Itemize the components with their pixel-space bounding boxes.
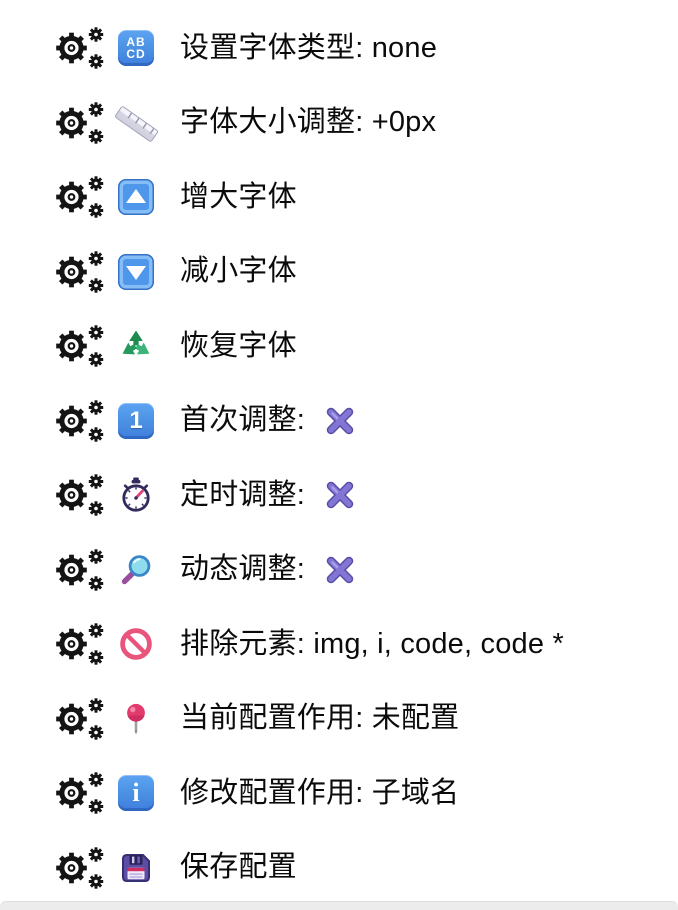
- keycap-1-icon: 1: [117, 402, 155, 440]
- menu-item-label: 定时调整:: [180, 478, 314, 511]
- gears-icon: [56, 101, 106, 145]
- gears-icon: [56, 324, 106, 368]
- menu-item-label: 增大字体: [180, 180, 297, 213]
- menu-item-dynamic-adjust[interactable]: 动态调整:: [0, 533, 678, 608]
- menu-item-label: 修改配置作用: 子域名: [180, 776, 460, 809]
- up-button-icon: [117, 178, 155, 216]
- stopwatch-icon: [117, 476, 155, 514]
- gears-icon: [56, 399, 106, 443]
- menu-item-decrease-font[interactable]: 减小字体: [0, 235, 678, 310]
- menu-item-label: 动态调整:: [180, 553, 314, 586]
- menu-item-exclude-elements[interactable]: 排除元素: img, i, code, code *: [0, 607, 678, 682]
- menu-item-increase-font[interactable]: 增大字体: [0, 160, 678, 235]
- recycle-icon: [117, 327, 155, 365]
- gears-icon: [56, 548, 106, 592]
- menu-item-label: 排除元素: img, i, code, code *: [180, 627, 564, 660]
- info-icon: i: [117, 774, 155, 812]
- gears-icon: [56, 26, 106, 70]
- cross-mark-icon: [323, 404, 357, 438]
- menu-item-label: 当前配置作用: 未配置: [180, 702, 460, 735]
- gears-icon: [56, 697, 106, 741]
- menu-item-label: 设置字体类型: none: [180, 31, 438, 64]
- menu-item-current-config-scope[interactable]: 当前配置作用: 未配置: [0, 682, 678, 757]
- ruler-icon: [114, 104, 159, 143]
- menu-item-label: 保存配置: [180, 851, 297, 884]
- menu-item-modify-config-scope[interactable]: i 修改配置作用: 子域名: [0, 756, 678, 831]
- menu-item-timed-adjust[interactable]: 定时调整:: [0, 458, 678, 533]
- menu-item-label: 恢复字体: [180, 329, 297, 362]
- menu-footer-edge: [0, 901, 678, 910]
- menu-item-label: 字体大小调整: +0px: [180, 106, 437, 139]
- menu-item-label: 首次调整:: [180, 404, 314, 437]
- gears-icon: [56, 175, 106, 219]
- gears-icon: [56, 622, 106, 666]
- gears-icon: [56, 846, 106, 890]
- gears-icon: [56, 473, 106, 517]
- cross-mark-icon: [323, 553, 357, 587]
- menu-item-font-size-adjust[interactable]: 字体大小调整: +0px: [0, 86, 678, 161]
- magnifier-icon: [117, 551, 155, 589]
- menu-item-label: 减小字体: [180, 255, 297, 288]
- pushpin-icon: [117, 700, 155, 738]
- prohibited-icon: [117, 625, 155, 663]
- menu-item-first-adjust[interactable]: 1 首次调整:: [0, 384, 678, 459]
- floppy-disk-icon: [117, 849, 155, 887]
- menu-item-restore-font[interactable]: 恢复字体: [0, 309, 678, 384]
- cross-mark-icon: [323, 478, 357, 512]
- gears-icon: [56, 771, 106, 815]
- gears-icon: [56, 250, 106, 294]
- down-button-icon: [117, 253, 155, 291]
- menu-item-save-config[interactable]: 保存配置: [0, 831, 678, 906]
